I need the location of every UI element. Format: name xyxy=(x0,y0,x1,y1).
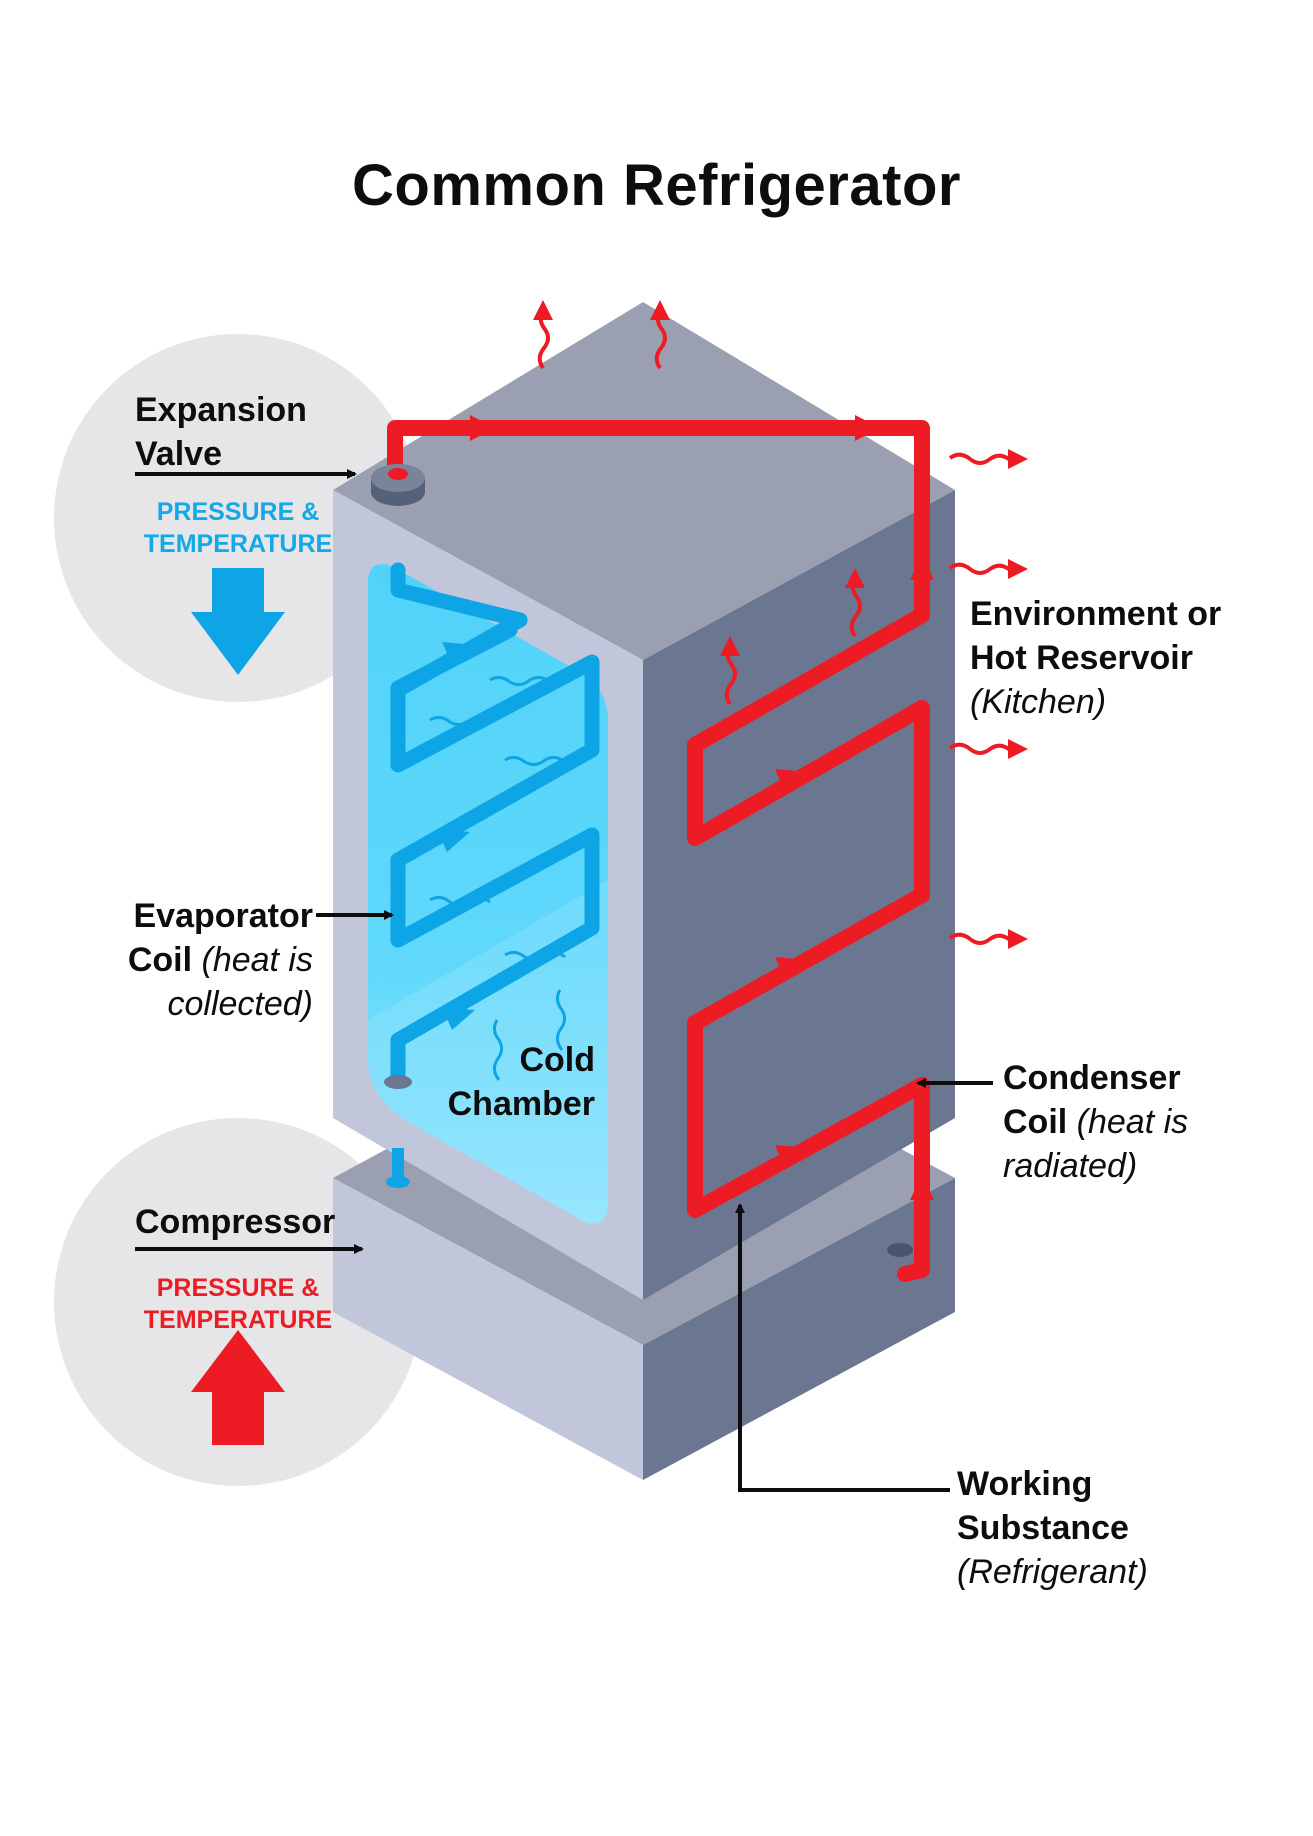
environment-label: Environment or Hot Reservoir (Kitchen) xyxy=(970,595,1222,721)
condenser-coil-label: Condenser Coil (heat is radiated) xyxy=(1003,1059,1189,1185)
compressor-label: Compressor xyxy=(135,1203,336,1241)
expansion-valve-badge xyxy=(54,334,422,702)
working-substance-label: Working Substance (Refrigerant) xyxy=(957,1465,1148,1591)
expansion-valve-label: Expansion Valve xyxy=(135,391,307,473)
cold-chamber-label: Cold Chamber xyxy=(447,1041,595,1123)
compressor-pressure-label: PRESSURE & TEMPERATURE xyxy=(143,1274,333,1334)
evaporator-coil-label: Evaporator Coil (heat is collected) xyxy=(127,897,313,1023)
compressor-port xyxy=(887,1243,913,1257)
evaporator-flow-arrows xyxy=(437,642,475,1030)
leader-lines xyxy=(135,469,993,1492)
pressure-up-arrow xyxy=(191,1330,285,1445)
expansion-valve xyxy=(371,464,425,506)
heat-radiated-arrowheads xyxy=(533,300,1028,949)
condenser-flow-arrows xyxy=(470,415,934,1200)
compressor-badge xyxy=(54,1118,422,1486)
page-title: Common Refrigerator xyxy=(352,153,961,218)
heat-collected-squiggles xyxy=(429,675,567,1081)
expansion-pressure-label: PRESSURE & TEMPERATURE xyxy=(143,498,333,558)
evaporator-coil xyxy=(390,562,600,1083)
pressure-down-arrow xyxy=(191,568,285,675)
evaporator-drain-pipe xyxy=(392,1148,404,1180)
